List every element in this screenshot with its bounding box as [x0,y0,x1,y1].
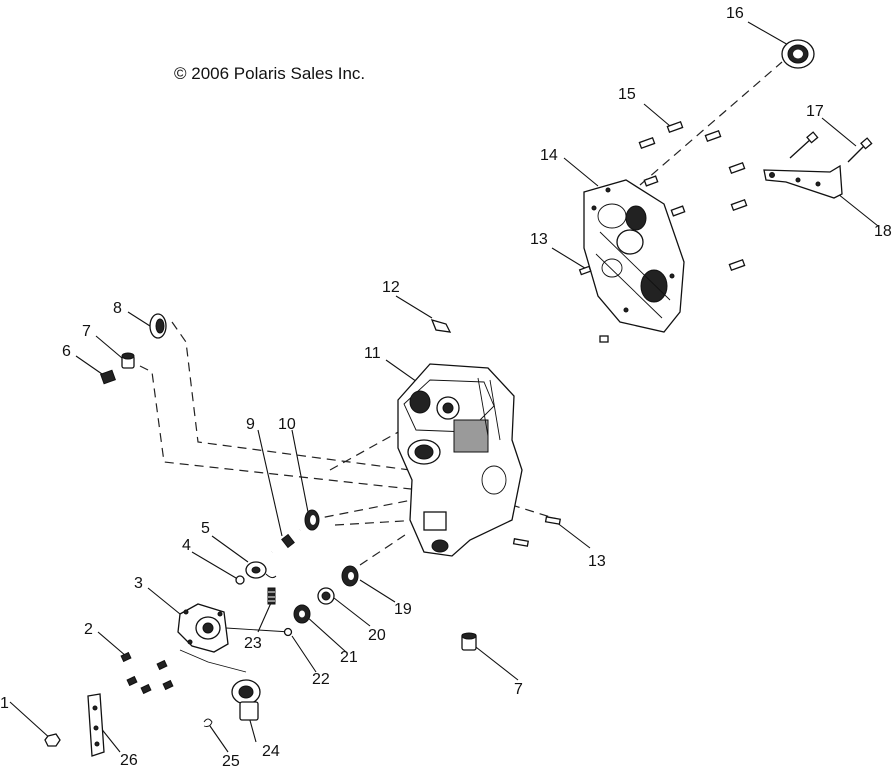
part-12-fitting [430,319,452,333]
callout-11: 11 [364,345,381,362]
part-15-bolts [638,120,748,272]
callout-19: 19 [394,601,412,618]
callout-13-upper: 13 [530,231,548,248]
callout-2: 2 [84,621,93,638]
part-7-plug-upper [121,352,135,369]
part-14-cover [583,179,685,333]
part-26-strap [87,693,105,757]
part-21-gear [293,604,311,624]
part-16-bearing [781,39,815,69]
callout-5: 5 [201,520,210,537]
callout-labels: 1 2 3 4 5 6 7 8 9 10 11 12 13 13 14 15 1… [0,5,892,767]
callout-24: 24 [262,743,280,760]
callout-22: 22 [312,671,330,688]
callout-13-lower: 13 [588,553,606,570]
callout-6: 6 [62,343,71,360]
callout-17: 17 [806,103,824,120]
part-3-pump-cover [177,603,229,653]
part-8-seal [149,313,167,339]
part-18-bracket [763,164,843,199]
part-2-screws [120,651,174,695]
callout-12: 12 [382,279,400,296]
part-24-sensor [231,679,261,721]
callout-7-lower: 7 [514,681,523,698]
part-7-plug-lower [461,632,477,651]
callout-15: 15 [618,86,636,103]
part-25-clip [203,718,213,727]
part-6-clip [100,369,116,385]
part-4-ball [235,575,245,585]
callout-18: 18 [874,223,892,240]
part-5-spacer [245,561,277,579]
part-13-pins-upper [578,265,609,343]
part-1-nut [44,733,61,747]
part-13-pins-lower [512,516,561,547]
part-10-gear [304,509,320,531]
part-23-spring [267,587,276,605]
callout-16: 16 [726,5,744,22]
callout-21: 21 [340,649,358,666]
callout-25: 25 [222,753,240,767]
callout-7-upper: 7 [82,323,91,340]
callout-10: 10 [278,416,296,433]
callout-8: 8 [113,300,122,317]
callout-1: 1 [0,695,9,712]
callout-4: 4 [182,537,191,554]
callout-26: 26 [120,752,138,767]
part-11-housing [397,363,523,557]
callout-14: 14 [540,147,558,164]
callout-3: 3 [134,575,143,592]
part-22-ball [283,627,293,637]
copyright-text: © 2006 Polaris Sales Inc. [174,64,365,83]
part-19-gear [341,565,359,587]
callout-9: 9 [246,416,255,433]
part-17-bolts [789,131,873,163]
callout-23: 23 [244,635,262,652]
part-9-shaft [270,528,302,554]
leader-lines [9,21,879,753]
callout-20: 20 [368,627,386,644]
part-20-washer [317,587,335,605]
